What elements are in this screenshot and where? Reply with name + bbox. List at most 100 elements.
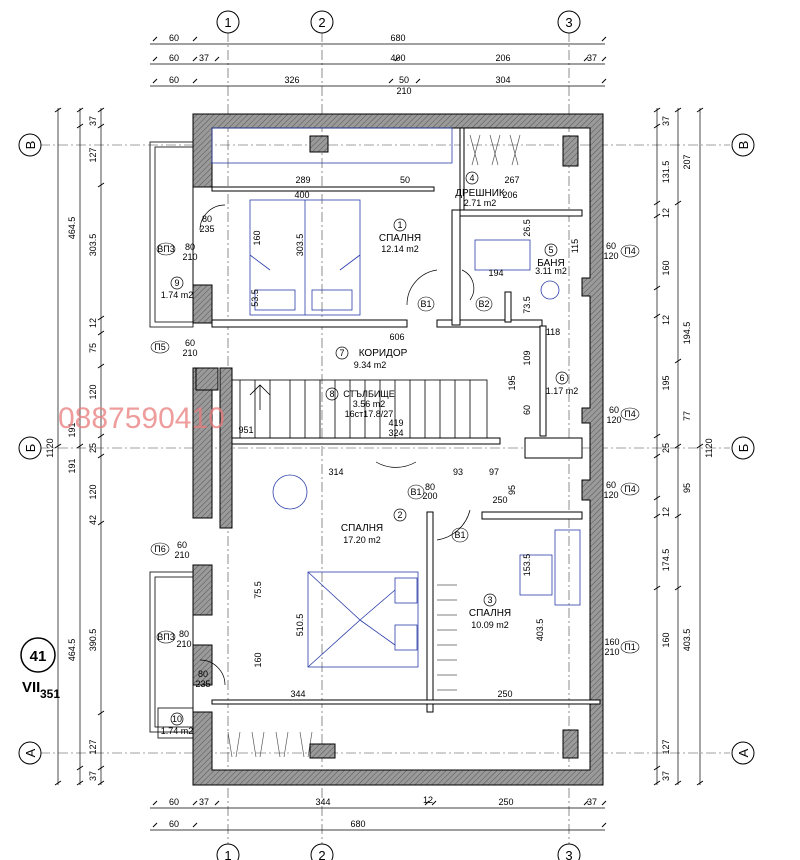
dim-top-r2-d: 206 — [495, 53, 510, 63]
shafts — [309, 135, 579, 759]
dim-right-inner-5: 12 — [661, 315, 671, 325]
inner-dim-13: 250 — [497, 689, 512, 699]
room-8-name: СТЪЛБИЩЕ — [343, 389, 395, 399]
inner-dim-28: 26.5 — [522, 219, 532, 237]
dim-left-inner-10: 120 — [88, 484, 98, 499]
room-3-name: СПАЛНЯ — [469, 608, 511, 619]
size-210-c: 210 — [182, 348, 197, 358]
size-235-f: 235 — [195, 679, 210, 689]
inner-dim-23: 95 — [507, 485, 517, 495]
room-8-area: 3.56 m2 — [353, 399, 386, 409]
furniture — [211, 127, 581, 668]
room-4-name: ДРЕШНИК — [455, 188, 505, 199]
stair-walls — [195, 367, 233, 529]
inner-dim-5: 206 — [502, 190, 517, 200]
opening-tag-p1: П1 — [624, 642, 635, 652]
axis-label-top-3: 3 — [565, 15, 572, 30]
dim-left-inner-5: 75 — [88, 343, 98, 353]
dim-right-outer: 1120 — [704, 438, 714, 457]
balconies — [149, 141, 194, 739]
inner-dim-7: 606 — [389, 332, 404, 342]
inner-dim-24: 195 — [507, 375, 517, 390]
axis-label-bottom-2: 2 — [318, 848, 325, 860]
dim-left-inner-8: 25 — [88, 443, 98, 453]
dimension-lines-side — [57, 108, 701, 785]
room-3-area: 10.09 m2 — [471, 620, 509, 630]
dim-right-inner-11: 127 — [661, 739, 671, 754]
dimension-lines-top — [150, 43, 605, 831]
axis-label-right-v: В — [736, 141, 751, 150]
dim-right-mid-2: 194.5 — [682, 322, 692, 345]
inner-dim-2: 50 — [400, 175, 410, 185]
opening-tag-v1-c: В1 — [454, 530, 465, 540]
room-7-area: 9.34 m2 — [354, 360, 387, 370]
inner-dim-12: 344 — [290, 689, 305, 699]
dim-right-inner-2: 131.5 — [661, 161, 671, 184]
dim-right-inner-8: 95 — [682, 483, 692, 493]
axis-label-right-a: А — [736, 748, 751, 757]
dimension-ticks-side — [54, 107, 704, 786]
inner-dim-26: 73.5 — [522, 296, 532, 314]
size-80-a: 80 — [202, 214, 212, 224]
stairs-going: 419 — [388, 418, 403, 428]
inner-dim-19: 75.5 — [253, 581, 263, 599]
opening-tag-vp3-top: ВП3 — [157, 244, 174, 254]
inner-dim-3: 267 — [504, 175, 519, 185]
axis-label-bottom-1: 1 — [224, 848, 231, 860]
dim-right-inner-3: 12 — [661, 208, 671, 218]
dim-top-r3-a: 60 — [169, 75, 179, 85]
room-8-number: 8 — [329, 389, 334, 399]
size-80-k: 80 — [425, 482, 435, 492]
sheet-marker: 41 VII 351 — [20, 637, 60, 701]
dim-bottom-r1-b: 37 — [199, 797, 209, 807]
axis-label-top-1: 1 — [224, 15, 231, 30]
dim-left-inner-12: 390.5 — [88, 629, 98, 652]
dim-top-r1-b: 680 — [390, 33, 405, 43]
size-235-a: 235 — [199, 224, 214, 234]
room-4-number: 4 — [469, 173, 474, 183]
room-2-area: 17.20 m2 — [343, 535, 381, 545]
dim-left-inner-2: 127 — [88, 147, 98, 162]
axis-label-bottom-3: 3 — [565, 848, 572, 860]
sheet-code: VII — [22, 679, 40, 696]
dim-bottom-r1-f: 37 — [587, 797, 597, 807]
inner-dim-30: 951 — [238, 425, 253, 435]
opening-tag-p4-2: П4 — [624, 409, 635, 419]
staircase — [231, 379, 488, 439]
dim-bottom-r1-d: 12 — [423, 795, 433, 805]
room-7-number: 7 — [339, 348, 344, 358]
size-210-e: 210 — [176, 639, 191, 649]
dim-right-mid-1: 207 — [682, 154, 692, 169]
dim-left-inner-7: 191 — [67, 422, 77, 437]
dim-left-inner-1: 37 — [88, 116, 98, 126]
size-200-k: 200 — [422, 491, 437, 501]
size-120-i: 120 — [603, 490, 618, 500]
sheet-sub: 351 — [40, 687, 60, 701]
room-6-number: 6 — [559, 373, 564, 383]
room-9-area: 1.74 m2 — [161, 290, 194, 300]
inner-dim-27: 60 — [522, 405, 532, 415]
doors — [199, 204, 475, 686]
sheet-number: 41 — [30, 648, 47, 665]
axis-lines — [40, 32, 730, 848]
dim-right-inner-1: 37 — [661, 116, 671, 126]
opening-tag-v2: В2 — [478, 299, 489, 309]
size-60-h: 60 — [609, 405, 619, 415]
opening-tag-circles — [150, 242, 640, 654]
opening-tag-p4-3: П4 — [624, 484, 635, 494]
opening-tag-p5: П5 — [154, 342, 165, 352]
dim-left-inner-9: 191 — [67, 458, 77, 473]
room-5-name: БАНЯ — [537, 258, 564, 269]
inner-dim-11: 250 — [492, 495, 507, 505]
dim-right-inner-4: 160 — [661, 260, 671, 275]
dim-left-inner-14: 37 — [88, 771, 98, 781]
dim-left-mid-2: 464.5 — [67, 639, 77, 662]
inner-dim-25: 109 — [522, 350, 532, 365]
size-120-h: 120 — [606, 415, 621, 425]
dim-top-r3-c: 50 — [399, 75, 409, 85]
dim-bottom-r2-a: 60 — [169, 819, 179, 829]
axis-label-left-b: Б — [23, 444, 38, 453]
opening-tag-vp3-bottom: ВП3 — [157, 632, 174, 642]
size-210-j: 210 — [604, 647, 619, 657]
